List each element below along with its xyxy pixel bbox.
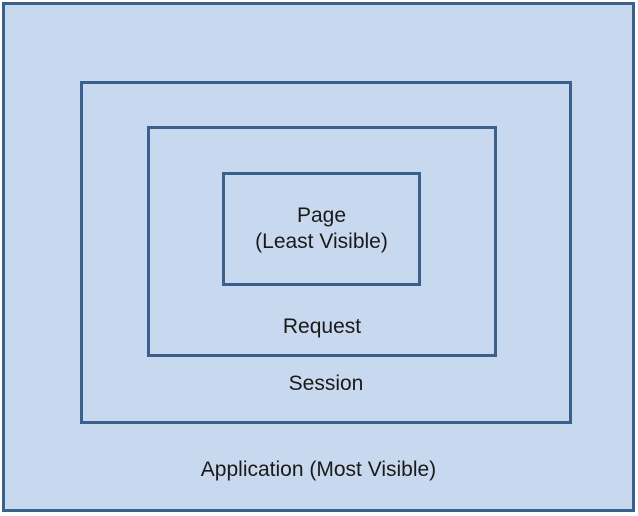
application-label: Application (Most Visible) — [200, 458, 437, 481]
page-label-line2: (Least Visible) — [255, 230, 388, 253]
page-label-line1: Page — [296, 204, 347, 227]
page-label: Page (Least Visible) — [255, 203, 388, 255]
box-page: Page (Least Visible) — [222, 172, 421, 286]
session-label: Session — [288, 372, 364, 395]
box-session: Page (Least Visible) Request Session — [80, 81, 572, 424]
request-label: Request — [282, 315, 362, 338]
box-request: Page (Least Visible) Request — [147, 126, 497, 357]
